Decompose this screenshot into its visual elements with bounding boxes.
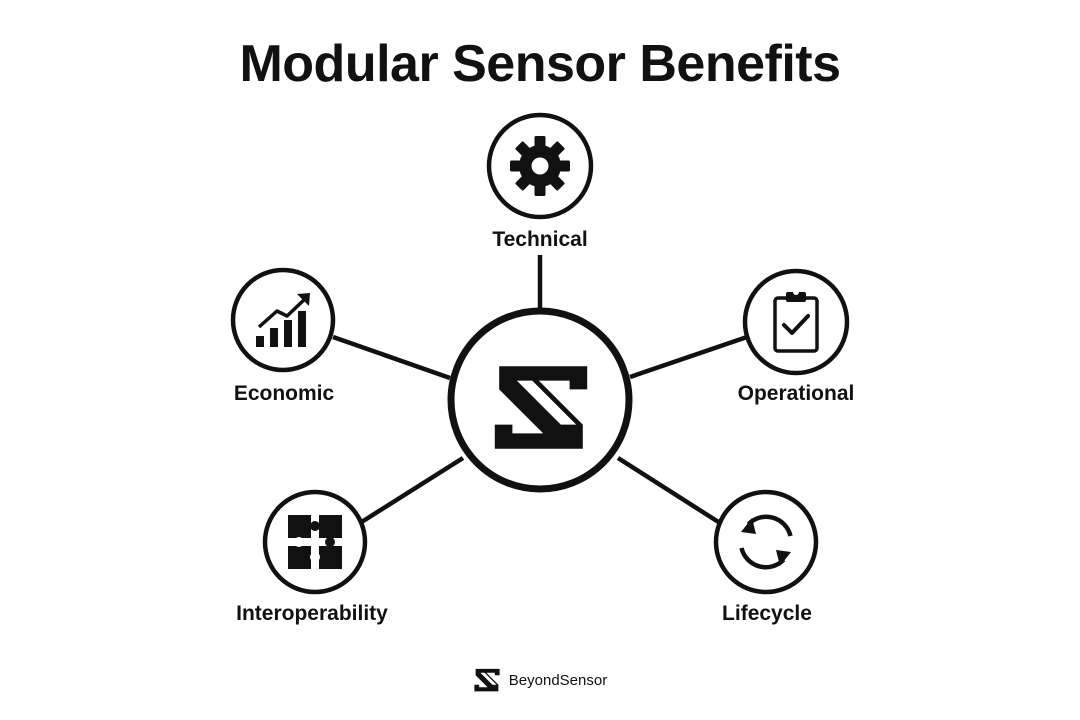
footer-brand: BeyondSensor [0, 668, 1080, 692]
node-operational [742, 268, 850, 376]
node-interoperability [262, 489, 368, 595]
node-label-operational: Operational [737, 382, 855, 405]
node-economic [230, 267, 336, 373]
beyondsensor-logo-icon [494, 366, 588, 449]
brand-name: BeyondSensor [508, 671, 608, 689]
puzzle-icon [288, 515, 342, 569]
clipboard-check-icon [773, 289, 819, 353]
node-label-economic: Economic [233, 382, 335, 405]
beyondsensor-logo-icon [474, 668, 500, 692]
connector-operational [629, 334, 748, 380]
connector-interoperability [358, 456, 465, 525]
growth-chart-icon [256, 293, 310, 347]
gear-icon [510, 136, 570, 196]
node-label-technical: Technical [492, 228, 588, 251]
refresh-cycle-icon [739, 514, 793, 570]
node-technical [486, 112, 594, 220]
page-title: Modular Sensor Benefits [239, 35, 841, 93]
center-hub [447, 307, 633, 493]
connector-economic [332, 334, 451, 381]
node-label-lifecycle: Lifecycle [722, 602, 812, 625]
connector-lifecycle [616, 456, 722, 525]
node-lifecycle [713, 489, 819, 595]
node-label-interoperability: Interoperability [236, 602, 388, 625]
